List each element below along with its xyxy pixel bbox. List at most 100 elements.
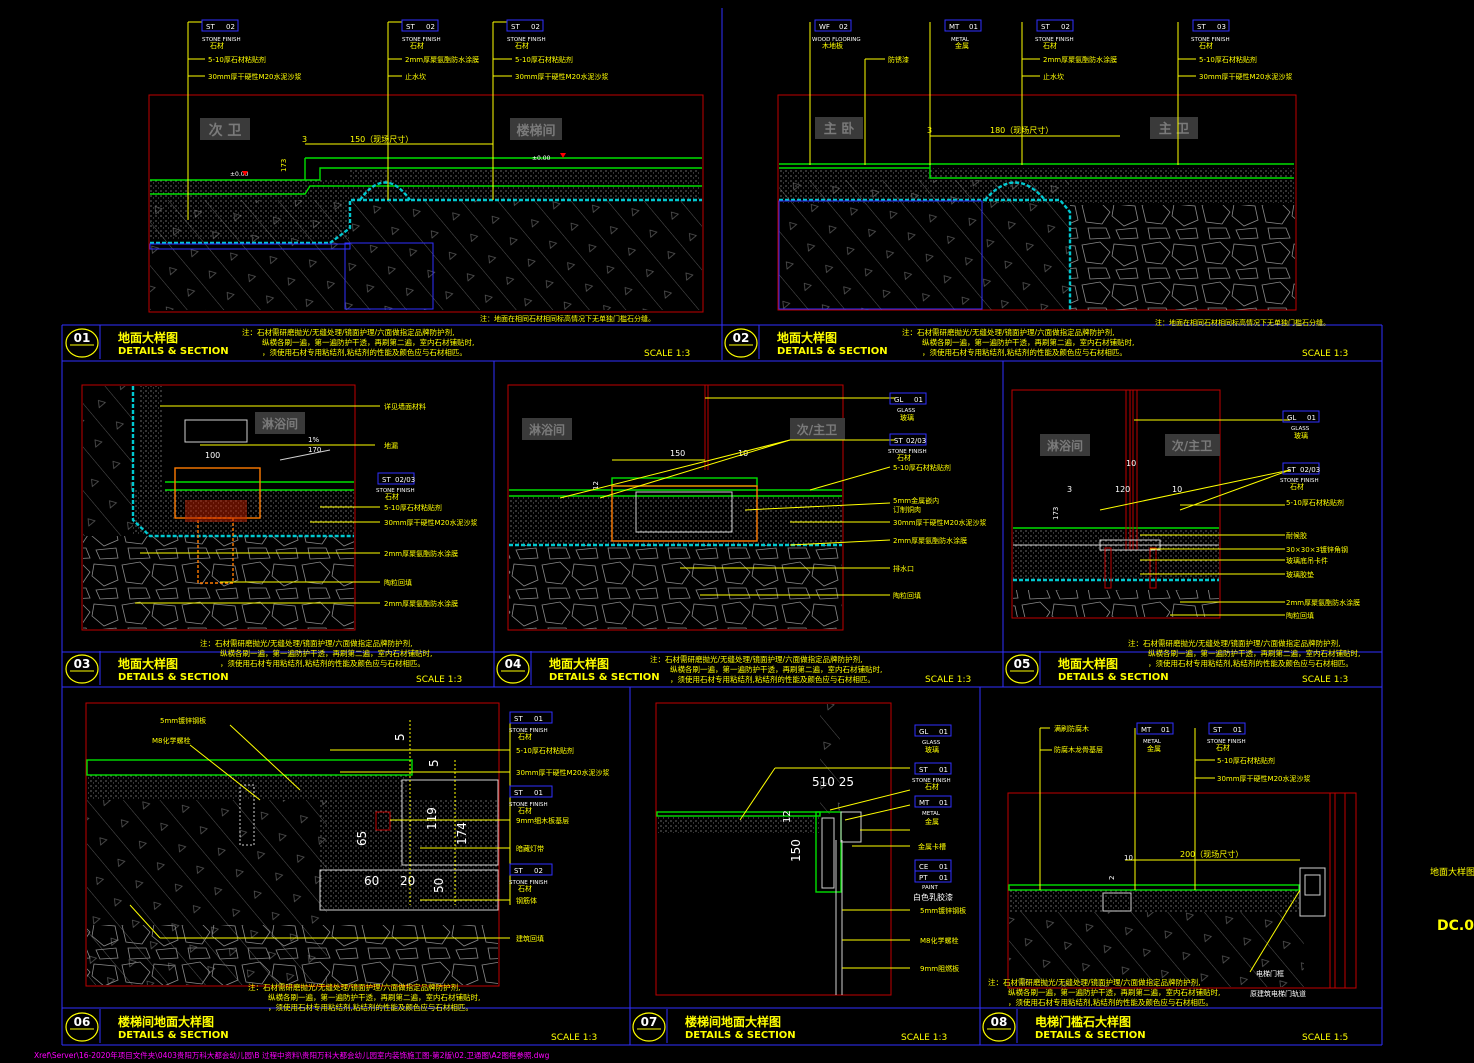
dim-65: 65 <box>355 831 369 846</box>
tag-glass-05: GLASS <box>1291 426 1310 432</box>
note-02-line1: 注：石材需研磨抛光/无缝处理/镜面护理/六面做指定品牌防护剂, <box>902 327 1114 337</box>
tag-finish-06b: STONE FINISH <box>509 802 548 808</box>
title-scale-04: SCALE 1:3 <box>925 675 971 685</box>
note-01-mortar-b: 30mm厚干硬性M20水泥沙浆 <box>515 72 609 81</box>
title-cn-07: 楼梯间地面大样图 <box>685 1014 781 1029</box>
note-05-waterproof: 2mm厚聚氨酯防水涂膜 <box>1286 598 1360 607</box>
tag-cn-04: 石材 <box>897 453 911 462</box>
general-notes: 注：石材需研磨抛光/无缝处理/镜面护理/六面做指定品牌防护剂, 纵横各刷一遍，第… <box>200 327 1360 1012</box>
tag-cn-06c: 石材 <box>518 884 532 893</box>
dim-50: 50 <box>432 878 446 893</box>
note-01-stone-b: 5-10厚石材粘贴剂 <box>515 55 573 64</box>
note-03-line1: 注：石材需研磨抛光/无缝处理/镜面护理/六面做指定品牌防护剂, <box>200 638 412 648</box>
tag-st-01a: ST <box>206 23 215 31</box>
note-03-mortar: 30mm厚干硬性M20水泥沙浆 <box>384 518 478 527</box>
note-08-line2: 纵横各刷一遍，第一遍防护干透，再刷第二遍，室内石材铺贴时, <box>1008 987 1220 997</box>
tag-gl-05-num: 01 <box>1307 414 1316 422</box>
dim-173: 173 <box>280 159 288 172</box>
tag-gl-04-num: 01 <box>914 396 923 404</box>
tag-st-08: ST <box>1213 726 1222 734</box>
tag-st-06c: ST <box>514 867 523 875</box>
tag-st-03: ST <box>1197 23 1206 31</box>
title-en-05: DETAILS & SECTION <box>1058 672 1169 683</box>
tag-ce-07: CE <box>919 863 928 871</box>
slope-170: 170 <box>308 446 321 454</box>
tag-st-06a: ST <box>514 715 523 723</box>
tag-wood-flooring: WOOD FLOORING <box>812 37 861 43</box>
note-07-bolt: M8化学螺栓 <box>920 936 959 945</box>
tag-st-06a-num: 01 <box>534 715 543 723</box>
room-label-linyu-03: 淋浴间 <box>262 416 298 431</box>
detail-03-drawing: 淋浴间 100 1% 170 详见墙面材料 地漏 ST 02/03 STONE … <box>81 384 478 631</box>
note-06-fill: 建筑回填 <box>516 934 544 943</box>
tag-st-01c: ST <box>511 23 520 31</box>
note-08-stone: 5-10厚石材粘贴剂 <box>1217 756 1275 765</box>
xref-path: Xref\Server\16-2020年项目文件夹\0403贵阳万科大都会幼儿园… <box>34 1050 550 1060</box>
note-03-line2: 纵横各刷一遍，第一遍防护干透，再刷第二遍，室内石材铺贴时, <box>220 648 432 658</box>
tag-cn-01c: 石材 <box>515 41 529 50</box>
note-02-rustproof: 防锈漆 <box>888 55 909 64</box>
title-scale-07: SCALE 1:3 <box>901 1033 947 1043</box>
note-06-light: 暗藏灯带 <box>516 844 544 853</box>
note-05-line1: 注：石材需研磨抛光/无缝处理/镜面护理/六面做指定品牌防护剂, <box>1128 638 1340 648</box>
tag-mt-07-num: 01 <box>939 799 948 807</box>
title-number-07: 07 <box>641 1015 658 1029</box>
note-03-see-wall: 详见墙面材料 <box>384 402 426 411</box>
tag-finish-07: STONE FINISH <box>912 778 951 784</box>
title-cn-06: 楼梯间地面大样图 <box>118 1014 214 1029</box>
dim-5-06a: 5 <box>393 733 407 741</box>
note-08-mortar: 30mm厚干硬性M20水泥沙浆 <box>1217 774 1311 783</box>
tag-finish-01c: STONE FINISH <box>507 37 546 43</box>
tag-cn-08: 石材 <box>1216 743 1230 752</box>
note-06-line2: 纵横各刷一遍，第一遍防护干透，再刷第二遍，室内石材铺贴时, <box>268 992 480 1002</box>
tag-cn-03: 石材 <box>385 492 399 501</box>
room-label-cizhuwei-04: 次/主卫 <box>797 422 837 437</box>
detail-05-drawing: 淋浴间 次/主卫 3 120 10 10 173 GL 01 GLASS 玻璃 … <box>1011 389 1360 620</box>
note-01-waterstop: 止水坎 <box>405 72 426 81</box>
room-label-linyu-04: 淋浴间 <box>529 422 565 437</box>
note-05-glass-clip: 玻璃底吊卡件 <box>1286 556 1328 565</box>
note-08-elevator-frame: 电梯门框 <box>1256 969 1284 978</box>
note-03-line3: ，须使用石材专用粘结剂,粘结剂的性能及颜色应与石材相匹。 <box>220 658 425 668</box>
tag-pt-07-num: 01 <box>939 874 948 882</box>
tag-finish-01a: STONE FINISH <box>202 37 241 43</box>
dim-10-08: 10 <box>1124 854 1133 862</box>
tag-st-03-num: 03 <box>1217 23 1226 31</box>
tag-st-0203-04: ST <box>894 437 903 445</box>
note-01-adjacent: 注：地面在相同石材相同标高情况下无单独门槛石分缝。 <box>480 314 655 323</box>
note-08-line3: ，须使用石材专用粘结剂,粘结剂的性能及颜色应与石材相匹。 <box>1008 997 1213 1007</box>
title-en-03: DETAILS & SECTION <box>118 672 229 683</box>
note-08-wood-base: 防腐木龙骨基层 <box>1054 745 1103 754</box>
note-05-line3: ，须使用石材专用粘结剂,粘结剂的性能及颜色应与石材相匹。 <box>1148 658 1353 668</box>
tag-num-01c: 02 <box>531 23 540 31</box>
detail-04-drawing: 淋浴间 次/主卫 150 10 12 GL 01 GLASS 玻璃 ST 02/… <box>507 384 987 631</box>
note-01-line2: 纵横各刷一遍，第一遍防护干透，再刷第二遍，室内石材铺贴时, <box>262 337 474 347</box>
slope-1pct: 1% <box>308 436 319 444</box>
tag-metal-cn-08: 金属 <box>1147 744 1161 753</box>
title-circle-04 <box>496 654 530 684</box>
note-04-frame-1: 5mm金属嵌内 <box>893 496 939 505</box>
tag-glass-cn-05: 玻璃 <box>1294 431 1308 440</box>
title-en-02: DETAILS & SECTION <box>777 346 888 357</box>
title-circle-03 <box>65 654 99 684</box>
tag-num-01a: 02 <box>226 23 235 31</box>
tag-st-0203-05: ST <box>1287 466 1296 474</box>
dim-150-site: 150（现场尺寸） <box>350 134 413 144</box>
tag-mt-02: MT <box>949 23 960 31</box>
title-number-08: 08 <box>991 1015 1008 1029</box>
note-01-line1: 注：石材需研磨抛光/无缝处理/镜面护理/六面做指定品牌防护剂, <box>242 327 454 337</box>
dim-120-05: 120 <box>1115 485 1130 494</box>
tag-st-06b: ST <box>514 789 523 797</box>
title-number-02: 02 <box>733 331 750 345</box>
tag-wf-02: WF <box>819 23 830 31</box>
dim-200-site: 200（现场尺寸） <box>1180 849 1243 859</box>
tag-st-08-num: 01 <box>1233 726 1242 734</box>
note-05-ceramsite: 陶粒回填 <box>1286 611 1314 620</box>
tag-wf-02-num: 02 <box>839 23 848 31</box>
dim-20: 20 <box>400 874 415 888</box>
note-01-waterproof: 2mm厚聚氨酯防水涂膜 <box>405 55 479 64</box>
tag-st-06b-num: 01 <box>534 789 543 797</box>
note-05-glass-pad: 玻璃胶垫 <box>1286 570 1314 579</box>
title-circle-02 <box>724 328 758 358</box>
dim-10-04: 10 <box>738 449 748 458</box>
